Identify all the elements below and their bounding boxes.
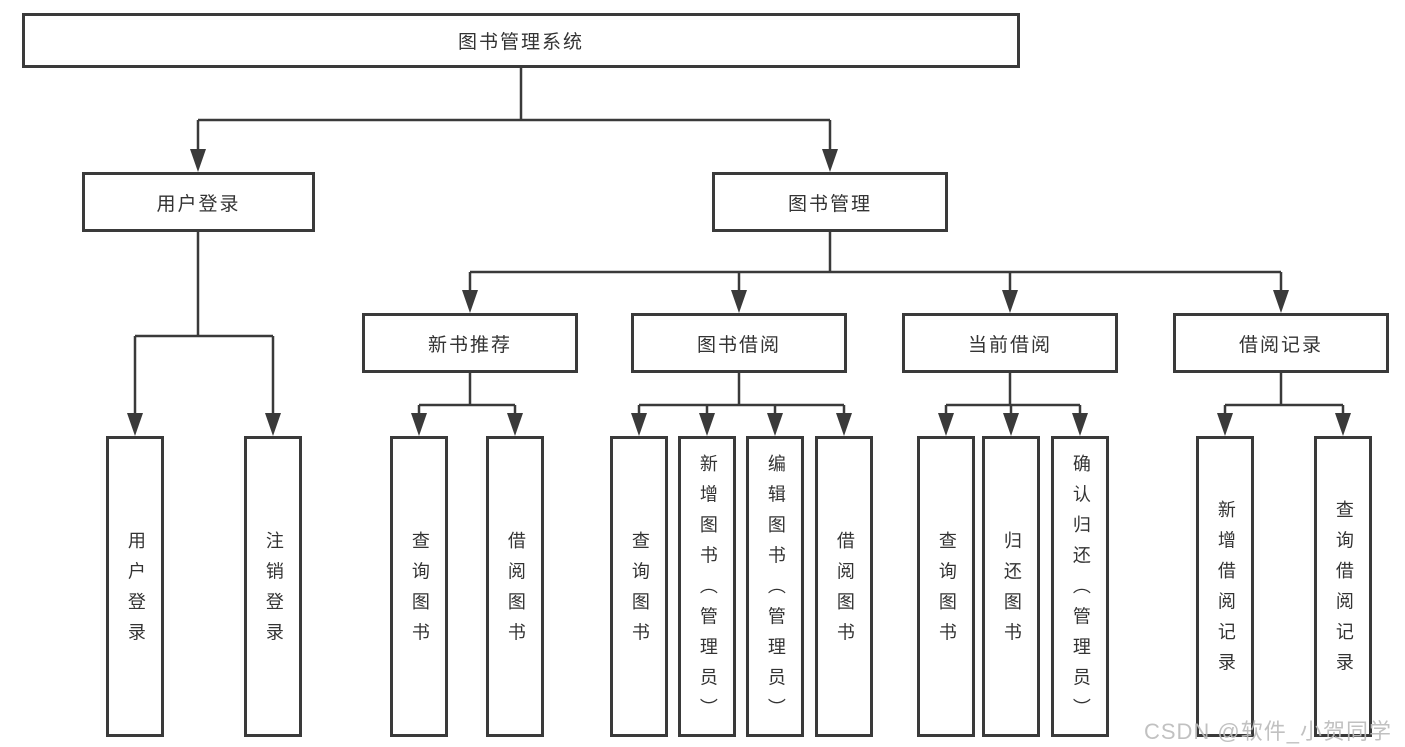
- leaf-edit-book-admin: 编辑图书（管理员）: [746, 436, 804, 737]
- leaf-query-books-current: 查询图书: [917, 436, 975, 737]
- leaf-borrow-books: 借阅图书: [815, 436, 873, 737]
- node-label: 借阅图书: [834, 530, 855, 653]
- node-label: 查询图书: [409, 530, 430, 653]
- node-label: 确认归还（管理员）: [1070, 454, 1091, 729]
- leaf-query-books-borrowing: 查询图书: [610, 436, 668, 737]
- node-label: 用户登录: [125, 530, 146, 653]
- node-book-management: 图书管理: [712, 172, 948, 232]
- leaf-user-login: 用户登录: [106, 436, 164, 737]
- node-new-book-recommend: 新书推荐: [362, 313, 578, 373]
- node-label: 新书推荐: [427, 334, 512, 356]
- leaf-query-books-recommend: 查询图书: [390, 436, 448, 737]
- node-label: 新增图书（管理员）: [697, 454, 718, 729]
- leaf-logout: 注销登录: [244, 436, 302, 737]
- node-label: 查询借阅记录: [1333, 500, 1354, 683]
- leaf-return-book: 归还图书: [982, 436, 1040, 737]
- node-label: 图书管理系统: [457, 32, 584, 53]
- node-current-borrowing: 当前借阅: [902, 313, 1118, 373]
- node-label: 新增借阅记录: [1215, 500, 1236, 683]
- node-label: 归还图书: [1001, 530, 1022, 653]
- node-label: 当前借阅: [967, 334, 1052, 356]
- leaf-query-borrow-record: 查询借阅记录: [1314, 436, 1372, 737]
- node-library-system: 图书管理系统: [22, 13, 1020, 68]
- node-borrow-records: 借阅记录: [1173, 313, 1389, 373]
- node-label: 借阅图书: [505, 530, 526, 653]
- leaf-borrow-books-recommend: 借阅图书: [486, 436, 544, 737]
- node-label: 图书借阅: [696, 334, 781, 356]
- node-label: 查询图书: [936, 530, 957, 653]
- arrowheads: [127, 149, 1351, 436]
- csdn-watermark: CSDN @软件_小贺同学: [1143, 719, 1392, 744]
- node-label: 借阅记录: [1238, 334, 1323, 356]
- leaf-confirm-return-admin: 确认归还（管理员）: [1051, 436, 1109, 737]
- node-label: 图书管理: [787, 193, 872, 215]
- leaf-add-book-admin: 新增图书（管理员）: [678, 436, 736, 737]
- node-label: 查询图书: [629, 530, 650, 653]
- node-user-login: 用户登录: [82, 172, 315, 232]
- node-book-borrowing: 图书借阅: [631, 313, 847, 373]
- leaf-add-borrow-record: 新增借阅记录: [1196, 436, 1254, 737]
- node-label: 注销登录: [263, 530, 284, 653]
- node-label: 编辑图书（管理员）: [765, 454, 786, 729]
- node-label: 用户登录: [156, 193, 241, 215]
